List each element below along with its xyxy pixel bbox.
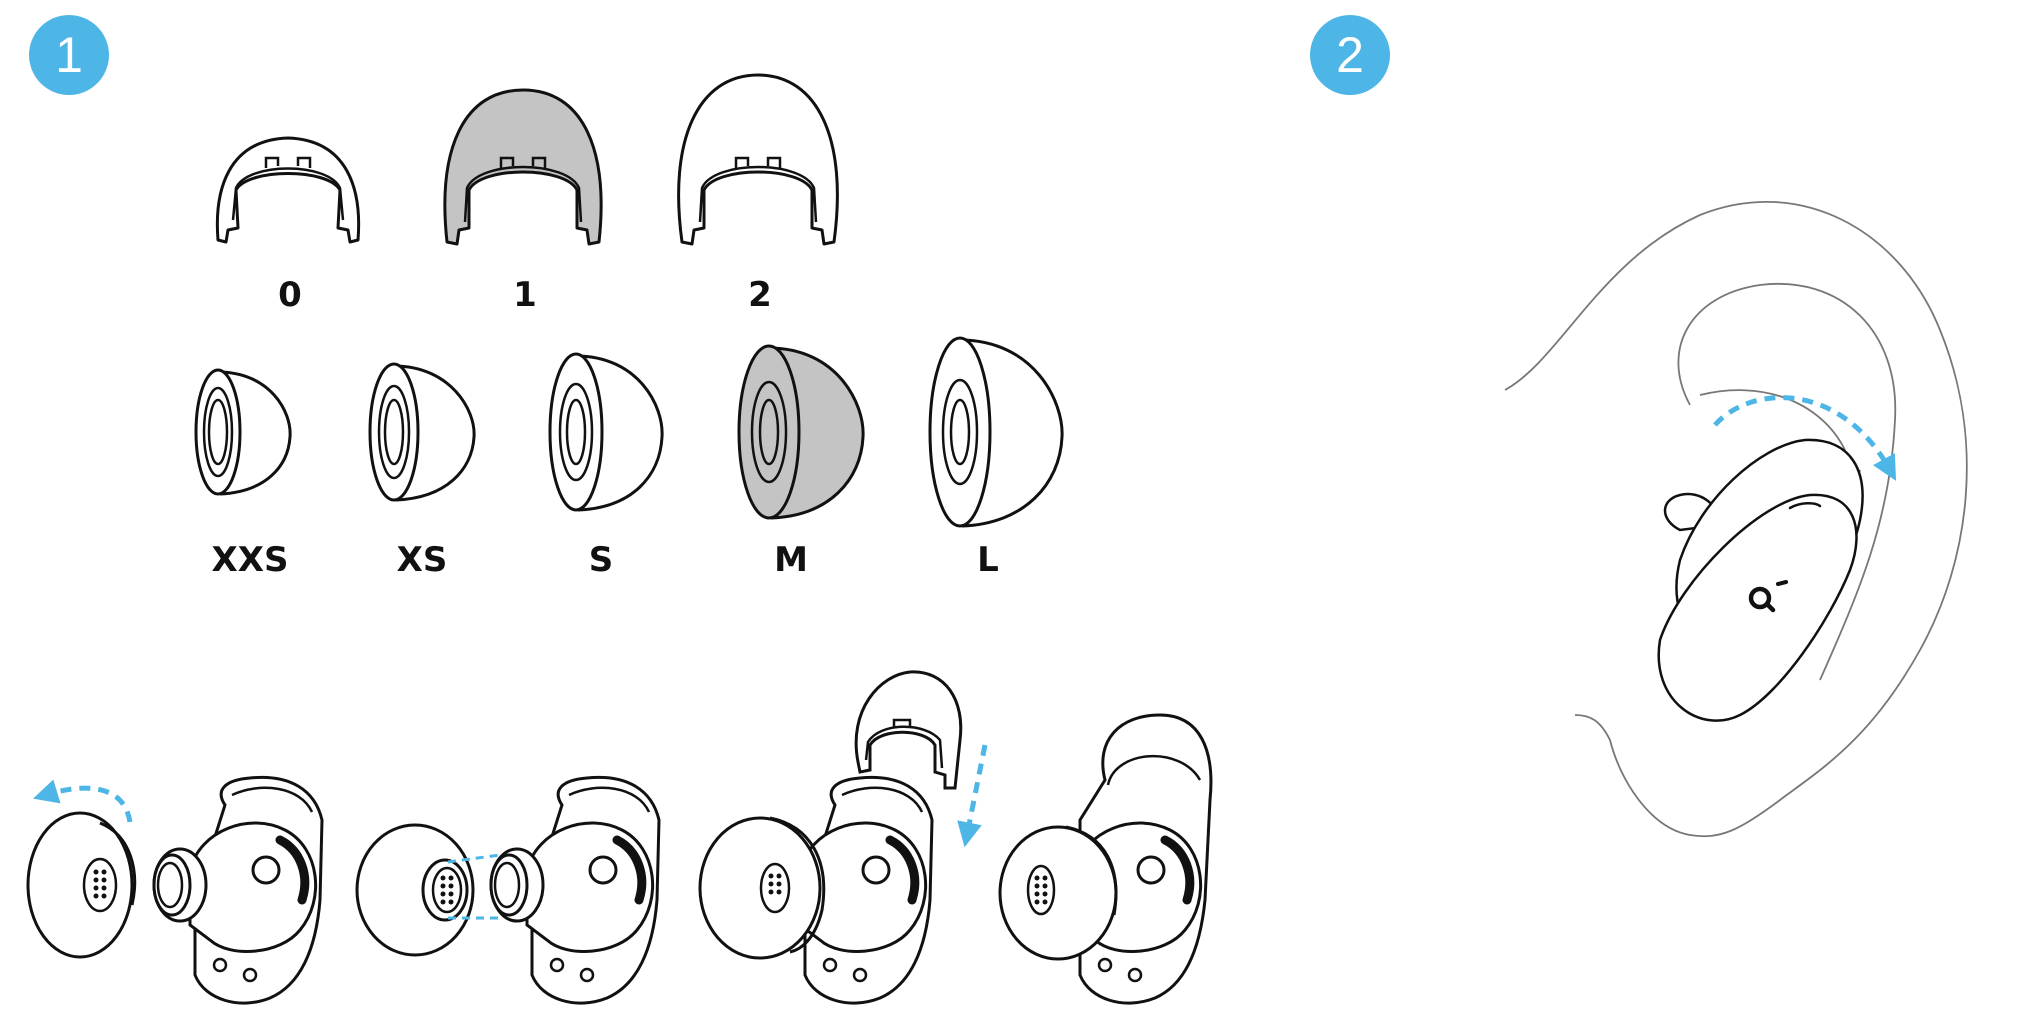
- wing-size-label-2: 2: [748, 275, 772, 315]
- eartip-s: [548, 352, 664, 512]
- earbud-step-c: [698, 670, 988, 1005]
- step-1-badge: 1: [29, 15, 109, 95]
- earbud-step-b: [355, 775, 661, 1005]
- step-2-badge: 2: [1310, 15, 1390, 95]
- eartip-xxs: [194, 368, 292, 496]
- eartip-size-label-s: S: [588, 540, 614, 580]
- earbud-in-ear: [1657, 395, 1897, 722]
- wing-tip-1: [443, 88, 603, 246]
- eartip-size-label-l: L: [977, 540, 999, 580]
- step-1-number: 1: [55, 27, 83, 83]
- earbud-step-a: [26, 775, 324, 1005]
- wing-size-label-0: 0: [278, 275, 302, 315]
- eartip-size-label-m: M: [774, 540, 808, 580]
- step-2-number: 2: [1336, 27, 1364, 83]
- eartip-size-label-xs: XS: [396, 540, 448, 580]
- wing-tip-0: [215, 136, 361, 244]
- eartip-xs: [368, 362, 476, 502]
- eartip-l: [928, 336, 1064, 528]
- wing-tip-2: [677, 73, 839, 246]
- eartip-m: [737, 344, 865, 520]
- wing-size-label-1: 1: [513, 275, 537, 315]
- earbud-step-d: [998, 713, 1213, 1005]
- eartip-size-label-xxs: XXS: [211, 540, 289, 580]
